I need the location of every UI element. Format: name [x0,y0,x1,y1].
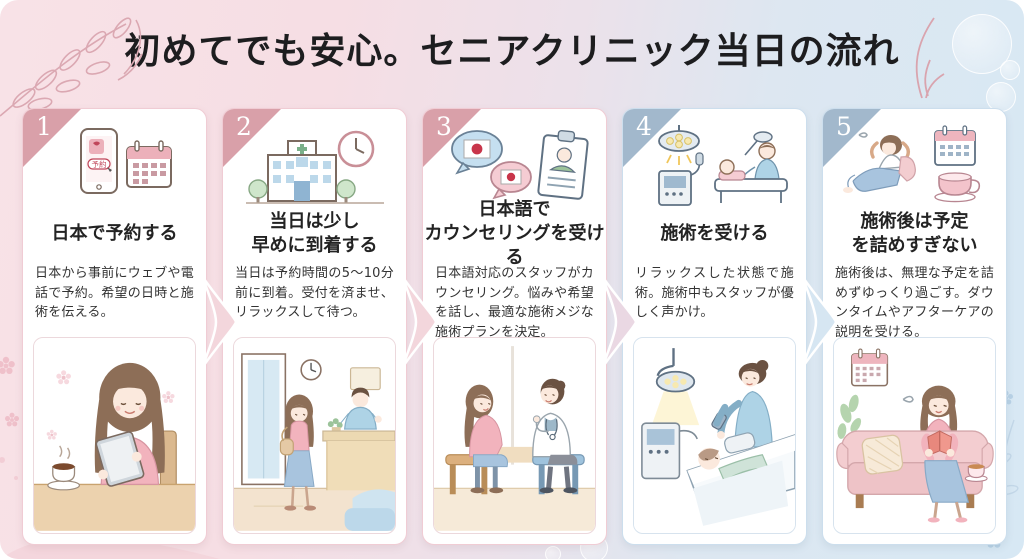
illustration-relaxing-on-sofa [833,337,996,534]
illustration-facial-treatment [633,337,796,534]
step-arrow-4 [800,274,838,370]
step-title: 施術後は予定 を詰めすぎない [851,210,978,256]
treatment-lamp-icon [657,125,700,165]
step-description: 当日は予約時間の5〜10分前に到着。受付を済ませ、リラックスして待つ。 [235,266,394,320]
illustration-woman-booking-on-tablet [33,337,196,534]
step-card-1: 1 予約 [22,108,207,545]
step-number: 4 [636,112,652,141]
step-icons [423,123,606,209]
page-title: 初めてでも安心。セニアクリニック当日の流れ [124,30,900,72]
step-number: 3 [436,112,452,141]
step-icons: 予約 [23,123,206,209]
leaf-branch-decoration [0,17,143,117]
treatment-bed-icon [713,131,788,203]
pink-swoosh-decoration [915,17,945,99]
step-description: 日本語対応のスタッフがカウンセリング。悩みや希望を話し、最適な施術メジな施術プラ… [435,266,594,340]
treatment-machine-icon [657,152,704,206]
step-title: 日本で予約する [51,222,178,244]
steps-row: 1 予約 [22,108,1007,545]
step-number: 2 [236,112,252,141]
clock-icon [337,130,374,168]
step-title: 施術を受ける [660,222,769,244]
step-description: 日本から事前にウェブや電話で予約。希望の日時と施術を伝える。 [35,266,194,320]
step-arrow-3 [600,274,638,370]
step-number: 5 [836,112,852,141]
step-description: 施術後は、無理な予定を詰めずゆっくり過ごす。ダウンタイムやアフターケアの説明を受… [835,266,994,340]
step-arrow-2 [400,274,438,370]
bubble-decoration [545,546,561,559]
pink-flowers-decoration [0,356,20,480]
step-card-4: 4 [622,108,807,545]
step-icons [823,123,1006,209]
step-card-2: 2 [222,108,407,545]
calendar-icon [125,140,172,188]
step-icons [623,123,806,209]
illustration-arriving-at-reception [233,337,396,534]
relaxing-person-icon [842,132,916,193]
bubble-decoration [1000,60,1020,80]
step-number: 1 [36,112,52,141]
doctor-clipboard-icon [536,129,589,200]
step-description: リラックスした状態で施術。施術中もスタッフが優しく声かけ。 [635,266,794,320]
calendar-icon [933,125,976,166]
step-title: 当日は少し 早めに到着する [251,210,378,256]
step-arrow-1 [200,274,238,370]
step-card-5: 5 [822,108,1007,545]
bubble-decoration [986,82,1016,112]
smartphone-reservation-icon: 予約 [79,128,118,194]
step-title: 日本語で カウンセリングを受ける [424,198,605,269]
tea-cup-icon [933,172,980,203]
step-card-3: 3 [422,108,607,545]
japanese-speech-bubbles-icon [450,130,532,200]
svg-text:予約: 予約 [91,159,106,169]
illustration-counseling-with-doctor [433,337,596,534]
step-icons [223,123,406,209]
hospital-building-icon [245,140,384,204]
